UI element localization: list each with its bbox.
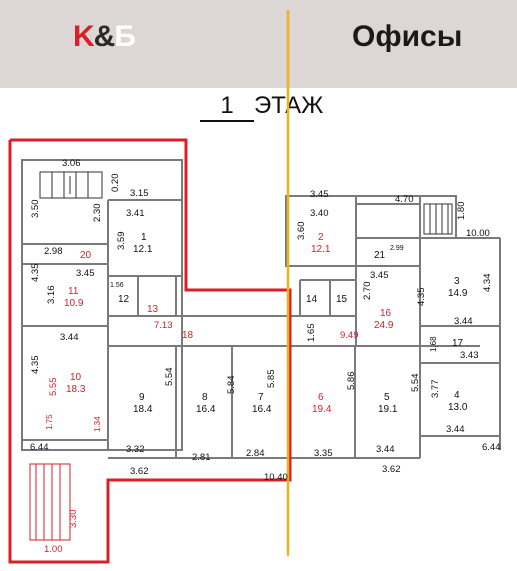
dim-label: 5.55 <box>48 378 59 397</box>
dim-label: 5.54 <box>410 374 421 393</box>
dim-label: 1.68 <box>429 336 438 352</box>
dimension-labels: 3.06 3.15 0.20 3.50 2.30 3.41 3.59 2.98 … <box>30 158 501 555</box>
room-number: 15 <box>336 294 348 305</box>
dim-label: 6.44 <box>482 442 501 453</box>
dim-label: 3.44 <box>446 424 465 435</box>
dim-label: 3.15 <box>130 188 149 199</box>
dim-label: 5.54 <box>164 368 175 387</box>
dim-label: 3.60 <box>296 222 307 241</box>
dim-label: 3.62 <box>382 464 401 475</box>
room-number: 1 <box>141 232 147 243</box>
entrance-stairs-icon <box>29 463 71 541</box>
header-bar: K&Б Офисы <box>0 0 517 88</box>
dim-label: 3.44 <box>60 332 79 343</box>
dim-label: 3.62 <box>130 466 149 477</box>
room-number: 8 <box>202 392 208 403</box>
dim-label: 3.30 <box>68 510 79 529</box>
dim-label: 7.13 <box>154 320 173 331</box>
page-title: Офисы <box>352 20 463 53</box>
room-number: 9 <box>139 392 145 403</box>
room-number: 3 <box>454 276 460 287</box>
dim-label: 3.45 <box>370 270 389 281</box>
room-number: 10 <box>70 372 82 383</box>
dim-label: 6.44 <box>30 442 49 453</box>
room-number: 11 <box>68 286 79 297</box>
room-number: 5 <box>384 392 390 403</box>
room-number: 17 <box>452 338 464 349</box>
room-number: 4 <box>454 390 460 401</box>
room-number: 20 <box>80 250 92 261</box>
room-area: 16.4 <box>252 404 272 415</box>
dim-label: 4.35 <box>30 356 41 375</box>
dim-label: 3.44 <box>454 316 473 327</box>
dim-label: 5.86 <box>346 372 357 391</box>
dim-label: 1.65 <box>306 324 317 343</box>
room-area: 13.0 <box>448 402 468 413</box>
dim-label: 2.98 <box>44 246 63 257</box>
room-area: 19.4 <box>312 404 332 415</box>
room-area: 16.4 <box>196 404 216 415</box>
room-number: 13 <box>147 304 159 315</box>
dim-label: 4.35 <box>30 264 41 283</box>
dim-label: 5.84 <box>226 376 237 395</box>
room-labels: 1 12.1 2 12.1 3 14.9 4 13.0 5 19.1 6 19.… <box>64 232 468 415</box>
dim-label: 3.16 <box>46 286 57 305</box>
dim-label: 1.56 <box>110 282 124 289</box>
room-area: 18.3 <box>66 384 86 395</box>
dim-label: 1.34 <box>93 416 102 432</box>
dim-label: 4.70 <box>395 194 414 205</box>
dim-label: 3.44 <box>376 444 395 455</box>
dim-label: 3.40 <box>310 208 329 219</box>
dim-label: 5.85 <box>266 370 277 389</box>
room-number: 2 <box>318 232 324 243</box>
logo-amp: & <box>93 20 116 53</box>
room-area: 24.9 <box>374 320 394 331</box>
room-area: 14.9 <box>448 288 468 299</box>
dim-label: 3.32 <box>126 444 145 455</box>
room-number: 7 <box>258 392 264 403</box>
logo-b: Б <box>114 20 136 53</box>
floor-number: 1 <box>200 92 254 122</box>
dim-label: 3.35 <box>314 448 333 459</box>
dim-label: 10.00 <box>466 228 490 239</box>
room-area: 19.1 <box>378 404 398 415</box>
room-area: 12.1 <box>311 244 331 255</box>
dim-label: 3.43 <box>460 350 479 361</box>
dim-label: 3.77 <box>430 380 441 399</box>
dim-label: 2.81 <box>192 452 211 463</box>
dim-label: 2.84 <box>246 448 265 459</box>
dim-label: 4.35 <box>416 288 427 307</box>
dim-label: 3.59 <box>116 232 127 251</box>
room-number: 18 <box>182 330 194 341</box>
dim-label: 4.34 <box>482 274 493 293</box>
dim-label: 1.80 <box>456 202 467 221</box>
dim-label: 2.99 <box>390 245 404 252</box>
room-area: 12.1 <box>133 244 153 255</box>
dim-label: 3.45 <box>310 189 329 200</box>
brand-logo[interactable]: K&Б <box>73 20 136 54</box>
dim-label: 1.00 <box>44 544 63 555</box>
office-boundary[interactable] <box>8 138 292 564</box>
room-area: 10.9 <box>64 298 84 309</box>
dim-label: 3.50 <box>30 200 41 219</box>
dim-label: 3.41 <box>126 208 145 219</box>
dim-label: 0.20 <box>110 174 121 193</box>
room-number: 6 <box>318 392 324 403</box>
room-number: 14 <box>306 294 318 305</box>
dim-label: 3.06 <box>62 158 81 169</box>
stairs-right-icon <box>423 203 453 235</box>
dim-label: 9.49 <box>340 330 359 341</box>
logo-k: K <box>73 20 95 53</box>
dim-label: 10.40 <box>264 472 288 483</box>
room-number: 16 <box>380 308 392 319</box>
dim-label: 1.75 <box>45 414 54 430</box>
dim-label: 3.45 <box>76 268 95 279</box>
room-number: 12 <box>118 294 130 305</box>
room-area: 18.4 <box>133 404 153 415</box>
stairs-left-icon <box>39 171 103 199</box>
dim-label: 2.70 <box>362 282 373 301</box>
room-number: 21 <box>374 250 386 261</box>
dim-label: 2.30 <box>92 204 103 223</box>
